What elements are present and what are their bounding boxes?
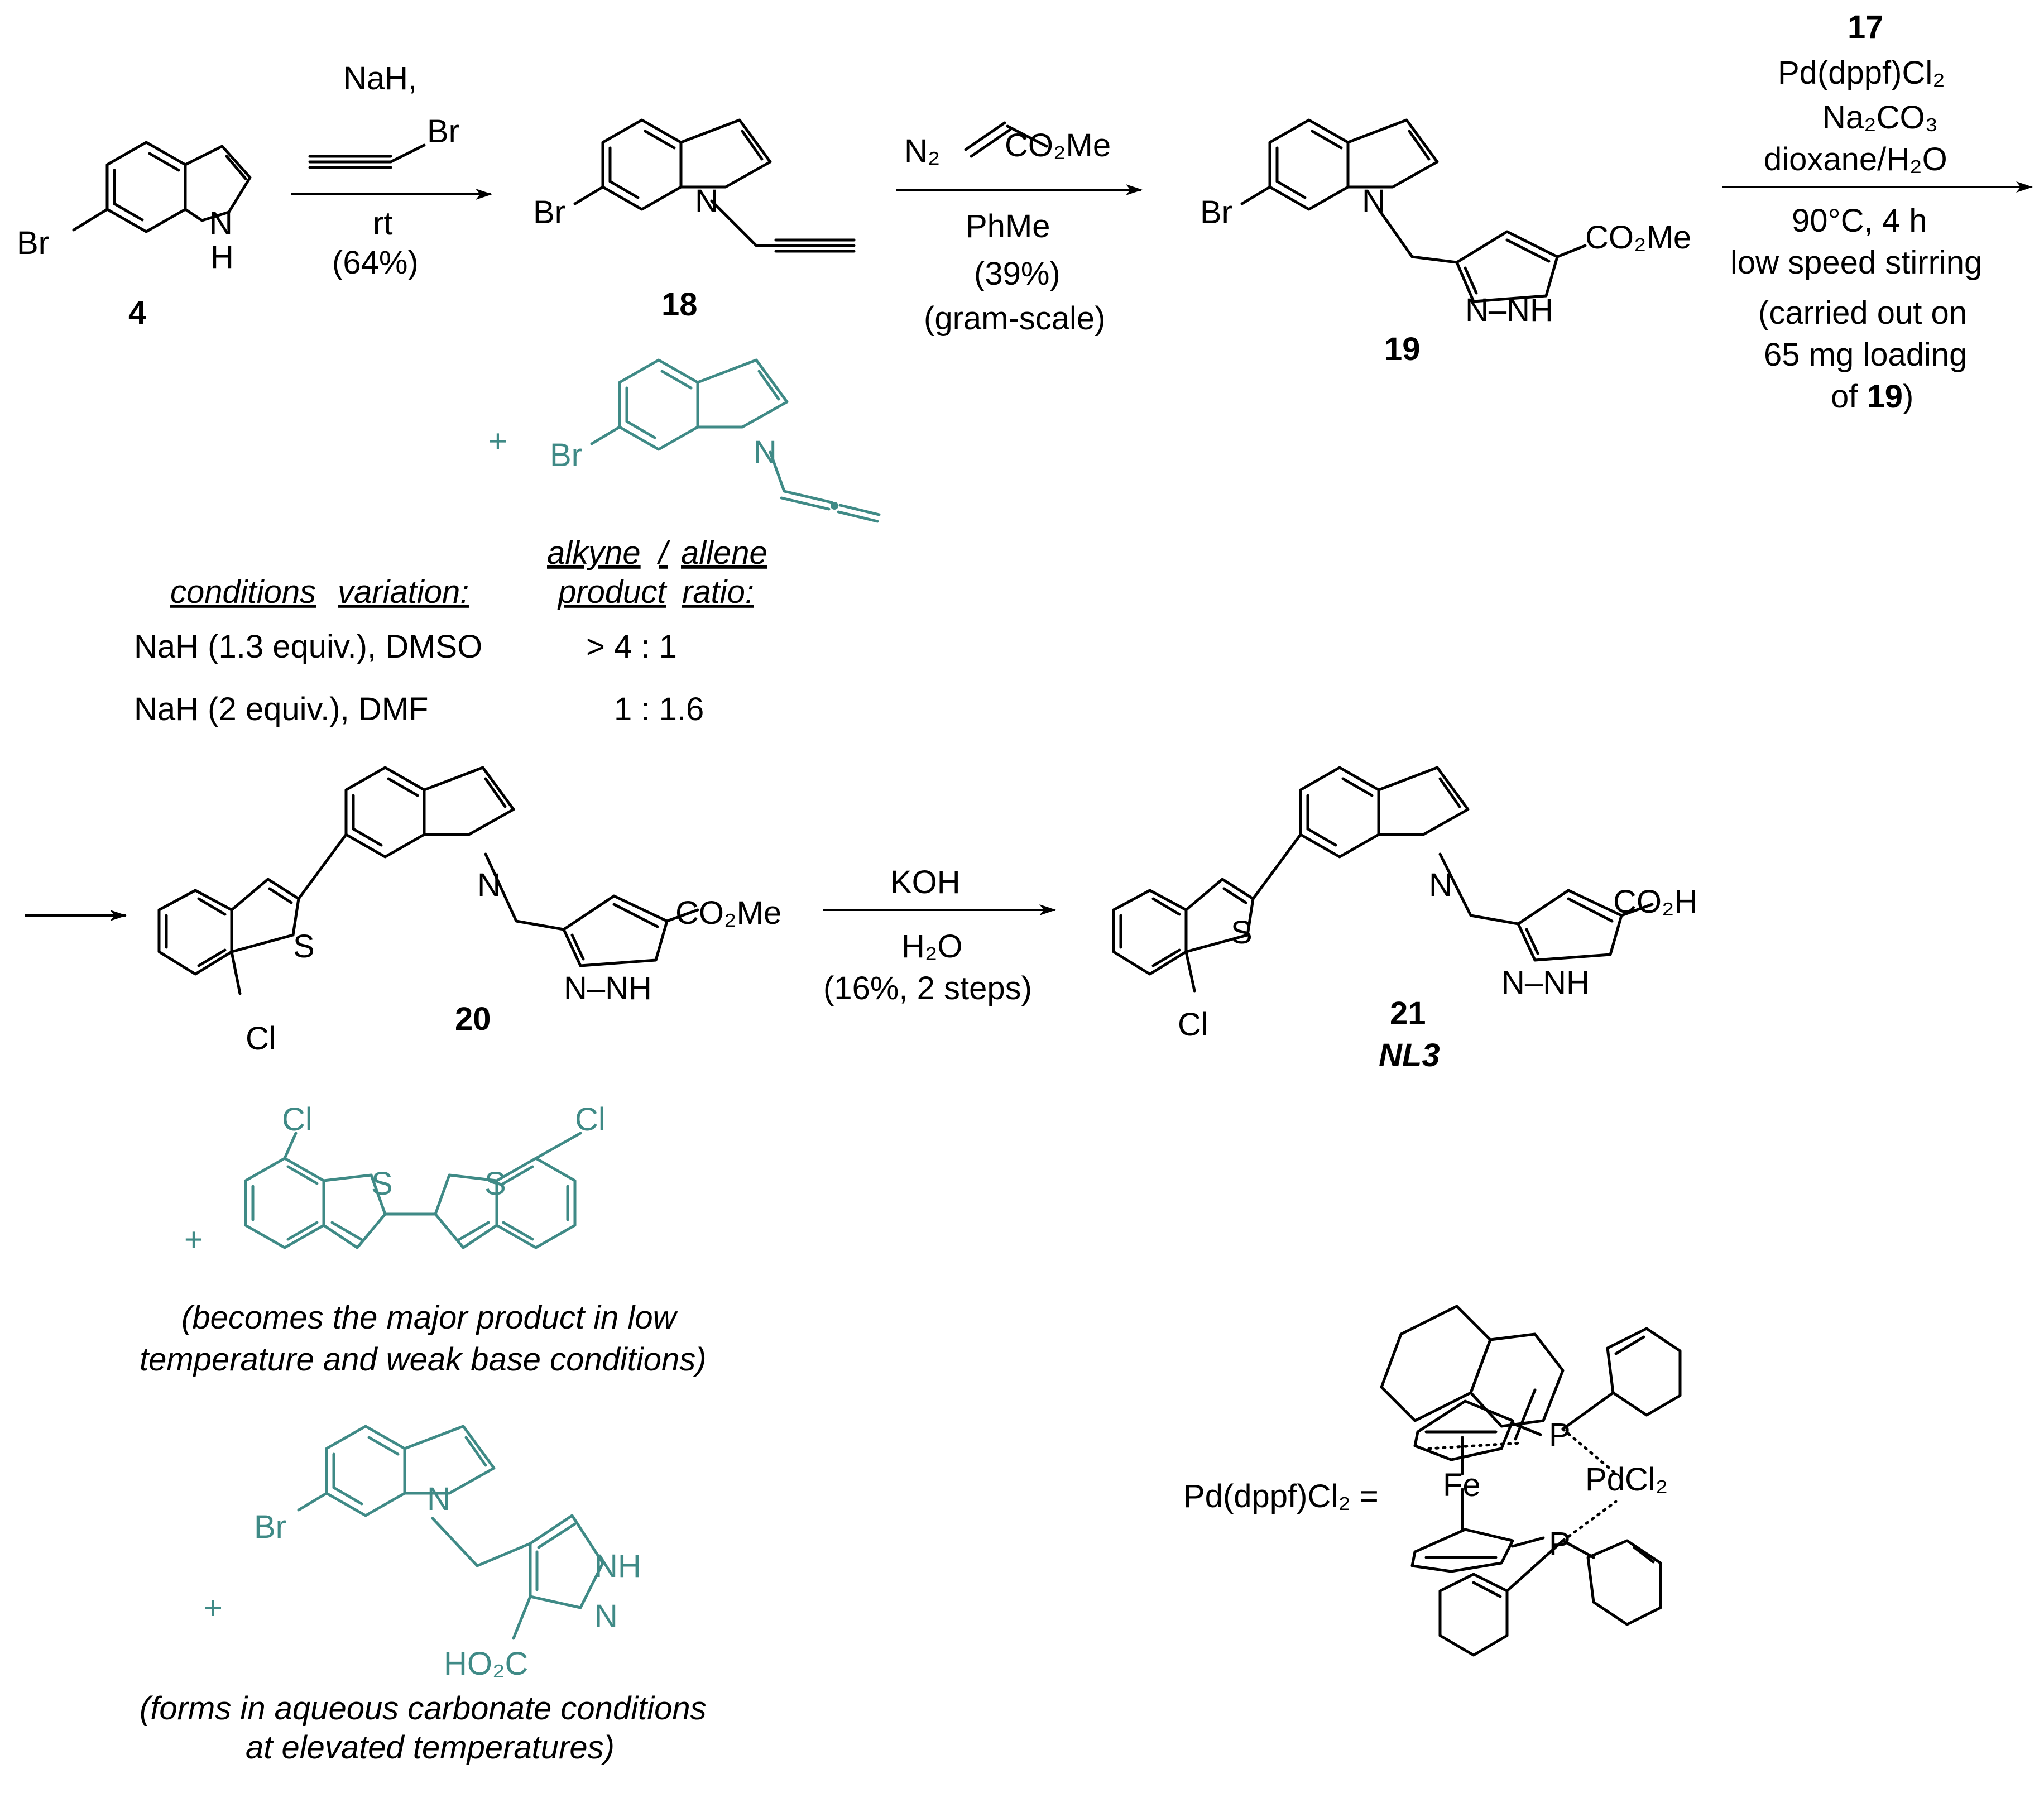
pyrazole-nh: N–NH — [1465, 292, 1553, 328]
atom-n: N — [477, 867, 501, 903]
header-variation: variation: — [338, 574, 469, 610]
atom-br: Br — [550, 437, 582, 473]
atom-cl: Cl — [246, 1020, 276, 1057]
atom-br: Br — [427, 113, 459, 150]
header-conditions: conditions — [170, 574, 316, 610]
pyrazole-nh: N–NH — [1501, 965, 1590, 1001]
pyrazole-nh: N–NH — [564, 970, 652, 1006]
step3-stirring: low speed stirring — [1730, 244, 1982, 281]
step4-yield: (16%, 2 steps) — [823, 970, 1032, 1006]
propargyl-bromide-structure — [308, 143, 426, 169]
compound-4-structure — [72, 141, 252, 233]
compound-21-structure — [1112, 766, 1654, 993]
step1-temp: rt — [373, 205, 392, 242]
conditions-table: alkyne / allene conditions variation: pr… — [134, 535, 767, 727]
allene-byproduct-structure — [590, 358, 881, 523]
header-alkyne: alkyne — [547, 535, 641, 571]
step4-solvent: H₂O — [901, 928, 963, 965]
pyrazole-plus: + — [204, 1590, 223, 1626]
acid-co2h: CO₂H — [1613, 884, 1697, 920]
pyrazole-note-1: (forms in aqueous carbonate conditions — [140, 1690, 707, 1727]
step3-note-3: of 19) — [1831, 378, 1913, 415]
atom-cl: Cl — [575, 1101, 606, 1138]
atom-p: P — [1549, 1417, 1571, 1453]
row-1-condition: NaH (1.3 equiv.), DMSO — [134, 629, 482, 665]
step2-yield: (39%) — [974, 256, 1061, 292]
step1-yield: (64%) — [332, 244, 419, 281]
atom-n: N — [594, 1598, 618, 1634]
step2-reagent: PhMe — [966, 208, 1050, 244]
step4-reagent: KOH — [890, 864, 961, 900]
pyrazole-note-2: at elevated temperatures) — [246, 1729, 615, 1766]
atom-n: N — [695, 183, 718, 219]
row-2-condition: NaH (2 equiv.), DMF — [134, 691, 428, 727]
step2-scale: (gram-scale) — [924, 300, 1106, 337]
pd-dppf-cl2-structure — [1380, 1305, 1682, 1657]
atom-n: N — [427, 1481, 450, 1517]
atom-h: H — [210, 239, 234, 275]
step3-solvent: dioxane/H₂O — [1764, 141, 1947, 178]
bis-benzothiophene-byproduct-structure — [244, 1132, 582, 1249]
row-1-ratio: > 4 : 1 — [586, 629, 677, 665]
step3-note-1: (carried out on — [1758, 295, 1967, 331]
compound-18-structure — [573, 118, 856, 253]
compound-18-label: 18 — [661, 286, 698, 323]
dimer-note-1: (becomes the major product in low — [181, 1300, 678, 1336]
step3-reagent-17: 17 — [1848, 9, 1884, 45]
step3-base: Na₂CO₃ — [1822, 99, 1938, 136]
atom-cl: Cl — [282, 1101, 313, 1138]
header-slash: / — [656, 535, 671, 571]
atom-br: Br — [17, 225, 49, 261]
dimer-note-2: temperature and weak base conditions) — [140, 1341, 707, 1378]
atom-n: N — [209, 205, 233, 242]
acid-ho2c: HO₂C — [444, 1646, 528, 1682]
header-product: product — [557, 574, 668, 610]
atom-s: S — [1231, 914, 1253, 951]
atom-br: Br — [254, 1509, 286, 1545]
atom-n: N — [1362, 183, 1385, 219]
atom-s: S — [484, 1166, 506, 1202]
compound-21-label: 21 — [1390, 995, 1426, 1032]
header-ratio: ratio: — [682, 574, 754, 610]
compound-21-name: NL3 — [1379, 1037, 1440, 1073]
ester-co2me: CO₂Me — [675, 895, 781, 931]
atom-nh: NH — [594, 1548, 641, 1584]
allene-plus: + — [488, 423, 507, 459]
atom-br: Br — [533, 194, 565, 231]
atom-cl: Cl — [1178, 1006, 1208, 1043]
atom-n2: N₂ — [904, 133, 940, 169]
compound-19-label: 19 — [1384, 331, 1421, 367]
pyrazole-carboxylic-acid-byproduct-structure — [297, 1425, 604, 1640]
header-allene: allene — [681, 535, 767, 571]
compound-4-label: 4 — [128, 295, 146, 331]
atom-s: S — [371, 1166, 393, 1202]
row-2-ratio: 1 : 1.6 — [614, 691, 704, 727]
compound-20-label: 20 — [455, 1001, 491, 1037]
atom-pdcl2: PdCl₂ — [1585, 1461, 1668, 1498]
step3-catalyst: Pd(dppf)Cl₂ — [1778, 55, 1945, 91]
step1-reagent: NaH, — [343, 60, 417, 97]
atom-p: P — [1549, 1526, 1571, 1562]
atom-s: S — [293, 928, 315, 965]
compound-19-structure — [1240, 118, 1587, 303]
diazoacetate-structure — [964, 121, 1048, 158]
atom-n: N — [754, 434, 777, 471]
compound-20-structure — [157, 766, 699, 995]
diazo-co2me: CO₂Me — [1005, 127, 1111, 164]
dimer-plus: + — [184, 1221, 203, 1258]
step3-temp-time: 90°C, 4 h — [1792, 203, 1927, 239]
atom-fe: Fe — [1443, 1467, 1481, 1503]
ester-co2me: CO₂Me — [1585, 219, 1691, 256]
atom-br: Br — [1200, 194, 1232, 231]
step3-note-2: 65 mg loading — [1764, 337, 1967, 373]
atom-n: N — [1429, 867, 1452, 903]
catalyst-label: Pd(dppf)Cl₂ = — [1183, 1478, 1379, 1514]
